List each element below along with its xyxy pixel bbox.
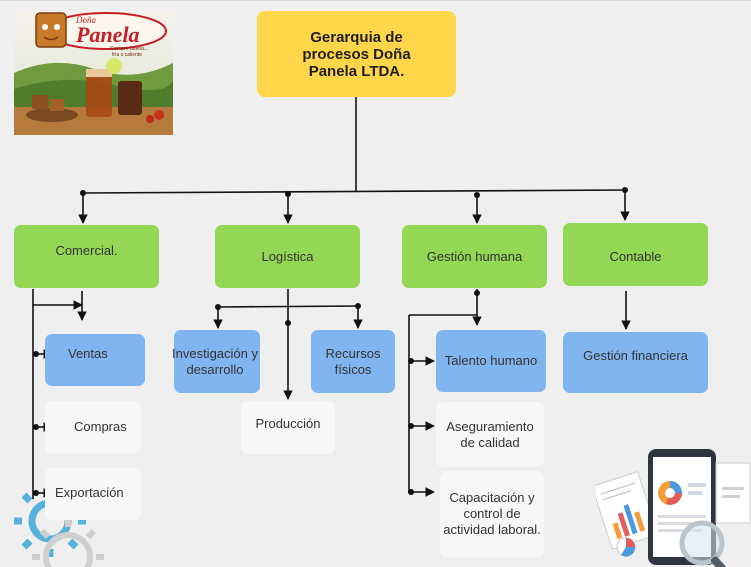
- node-logistica-label: Logística: [261, 248, 314, 264]
- node-compras: Compras: [45, 401, 141, 453]
- node-contable-label: Contable: [609, 248, 662, 264]
- node-contable: Contable: [563, 223, 708, 286]
- root-node: Gerarquia de procesos Doña Panela LTDA.: [257, 11, 456, 97]
- node-comercial-label: Comercial.: [55, 242, 118, 258]
- node-recursos: Recursos físicos: [311, 330, 395, 393]
- svg-text:Doña: Doña: [75, 15, 96, 25]
- node-gestion-humana: Gestión humana: [402, 225, 547, 288]
- node-logistica: Logística: [215, 225, 360, 288]
- root-label: Gerarquia de procesos Doña Panela LTDA.: [302, 28, 411, 80]
- svg-text:Siempre buena...: Siempre buena...: [110, 46, 148, 52]
- svg-text:Panela: Panela: [75, 22, 140, 47]
- node-capacitacion-label: Capacitación y control de actividad labo…: [443, 490, 541, 537]
- node-talento-humano-label: Talento humano: [444, 353, 538, 368]
- node-gestion-financiera: Gestión financiera: [563, 332, 708, 393]
- node-ventas-label: Ventas: [68, 346, 108, 361]
- node-aseguramiento: Aseguramiento de calidad: [436, 402, 544, 467]
- node-produccion-label: Producción: [255, 415, 321, 431]
- node-aseguramiento-label: Aseguramiento de calidad: [446, 418, 534, 450]
- node-recursos-label: Recursos físicos: [325, 345, 381, 377]
- report-documents-icon: [591, 447, 751, 567]
- node-capacitacion: Capacitación y control de actividad labo…: [440, 471, 544, 557]
- svg-text:fría o caliente: fría o caliente: [112, 52, 142, 58]
- magnifier-icon: [679, 520, 730, 567]
- node-talento-humano: Talento humano: [436, 330, 546, 392]
- node-investigacion: Investigación y desarrollo: [172, 330, 260, 393]
- node-gestion-humana-label: Gestión humana: [426, 248, 523, 264]
- node-produccion: Producción: [241, 401, 335, 454]
- node-exportacion-label: Exportación: [55, 485, 124, 500]
- node-ventas: Ventas: [45, 334, 145, 386]
- node-gestion-financiera-label: Gestión financiera: [583, 347, 688, 363]
- brand-logo-photo: Doña Panela Siempre buena... fría o cali…: [14, 11, 173, 135]
- node-investigacion-label: Investigación y desarrollo: [172, 345, 258, 377]
- node-comercial: Comercial.: [14, 225, 159, 288]
- node-exportacion: Exportación: [45, 468, 141, 520]
- node-compras-label: Compras: [74, 419, 127, 434]
